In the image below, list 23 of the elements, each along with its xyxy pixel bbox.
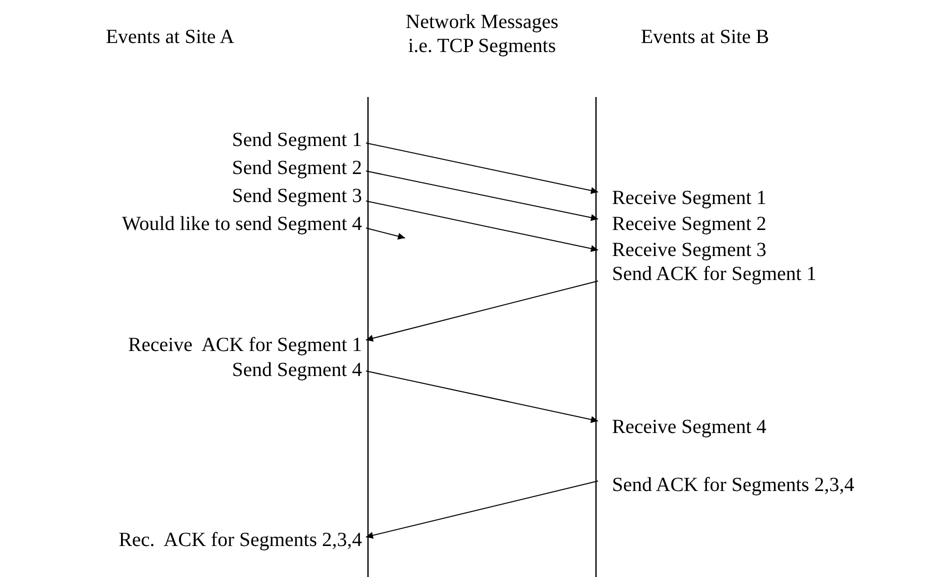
arrow xyxy=(366,200,598,252)
arrow xyxy=(366,370,598,423)
arrow xyxy=(366,170,598,221)
event-text: Receive ACK for Segment 1 xyxy=(128,333,366,357)
event-text: Send Segment 3 xyxy=(232,184,366,208)
arrow xyxy=(366,280,598,342)
event-text: Receive Segment 2 xyxy=(598,212,766,236)
arrow xyxy=(366,142,598,194)
column-heading: Network Messages i.e. TCP Segments xyxy=(404,10,560,58)
column-heading: Events at Site B xyxy=(640,25,770,49)
event-text: Would like to send Segment 4 xyxy=(122,212,366,236)
arrow xyxy=(366,480,598,539)
column-heading: Events at Site A xyxy=(104,25,236,49)
event-text: Rec. ACK for Segments 2,3,4 xyxy=(118,528,366,552)
event-text: Send Segment 4 xyxy=(232,358,366,382)
event-text: Receive Segment 1 xyxy=(598,186,766,210)
event-text: Send Segment 2 xyxy=(232,156,366,180)
event-text: Receive Segment 3 xyxy=(598,238,766,262)
event-text: Send ACK for Segments 2,3,4 xyxy=(598,473,854,497)
event-text: Send ACK for Segment 1 xyxy=(598,262,816,286)
event-text: Receive Segment 4 xyxy=(598,415,766,439)
event-text: Send Segment 1 xyxy=(232,128,366,152)
arrow xyxy=(366,228,406,240)
